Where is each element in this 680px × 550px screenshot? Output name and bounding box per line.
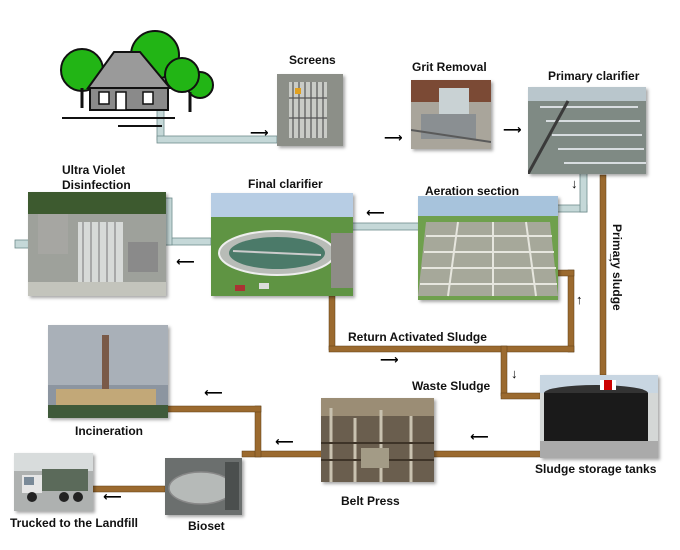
screens-label: Screens (289, 53, 336, 67)
flow-arrow-down-icon: ↓ (571, 176, 578, 191)
flow-arrow-right-icon: ⟶ (250, 125, 269, 140)
primary-sludge-label: Primary sludge (610, 224, 624, 311)
flow-arrow-right-icon: ⟶ (380, 352, 399, 367)
house-trees-icon (60, 30, 214, 127)
flow-arrow-up-icon: ↑ (576, 292, 583, 307)
sludge-storage-tanks-photo (540, 375, 658, 458)
uv-disinfection-photo (28, 192, 166, 296)
trucked-to-landfill-label: Trucked to the Landfill (10, 516, 139, 530)
flow-arrow-left-icon: ⟵ (103, 489, 122, 504)
flow-arrow-right-icon: ⟶ (384, 130, 403, 145)
sludge-pipes (91, 174, 607, 493)
aeration-section-label: Aeration section (425, 184, 520, 198)
screens-photo (277, 74, 343, 146)
uv-label-line2: Disinfection (62, 178, 131, 192)
aeration-section-photo (418, 196, 558, 300)
flow-arrow-right-icon: ⟶ (503, 122, 522, 137)
incineration-label: Incineration (75, 424, 144, 438)
waste-sludge-label: Waste Sludge (412, 379, 491, 393)
flow-arrow-left-icon: ⟵ (366, 205, 385, 220)
primary-clarifier-photo (528, 87, 646, 174)
primary-clarifier-label: Primary clarifier (548, 69, 640, 83)
flow-arrow-down-icon: ↓ (511, 366, 518, 381)
flow-arrow-left-icon: ⟵ (176, 254, 195, 269)
return-activated-sludge-label: Return Activated Sludge (348, 330, 487, 344)
flow-arrow-left-icon: ⟵ (204, 385, 223, 400)
sludge-storage-tanks-label: Sludge storage tanks (535, 462, 657, 476)
final-clarifier-label: Final clarifier (248, 177, 323, 191)
flow-arrow-down-icon: ↓ (607, 249, 614, 264)
belt-press-photo (321, 398, 434, 482)
bioset-photo (165, 458, 242, 515)
grit-removal-photo (411, 80, 491, 149)
final-clarifier-photo (211, 193, 353, 296)
uv-label-line1: Ultra Violet (62, 163, 126, 177)
belt-press-label: Belt Press (341, 494, 400, 508)
flow-arrow-left-icon: ⟵ (470, 429, 489, 444)
grit-removal-label: Grit Removal (412, 60, 487, 74)
incineration-photo (48, 325, 168, 418)
flow-arrow-left-icon: ⟵ (275, 434, 294, 449)
truck-photo (14, 453, 93, 511)
bioset-label: Bioset (188, 519, 225, 533)
